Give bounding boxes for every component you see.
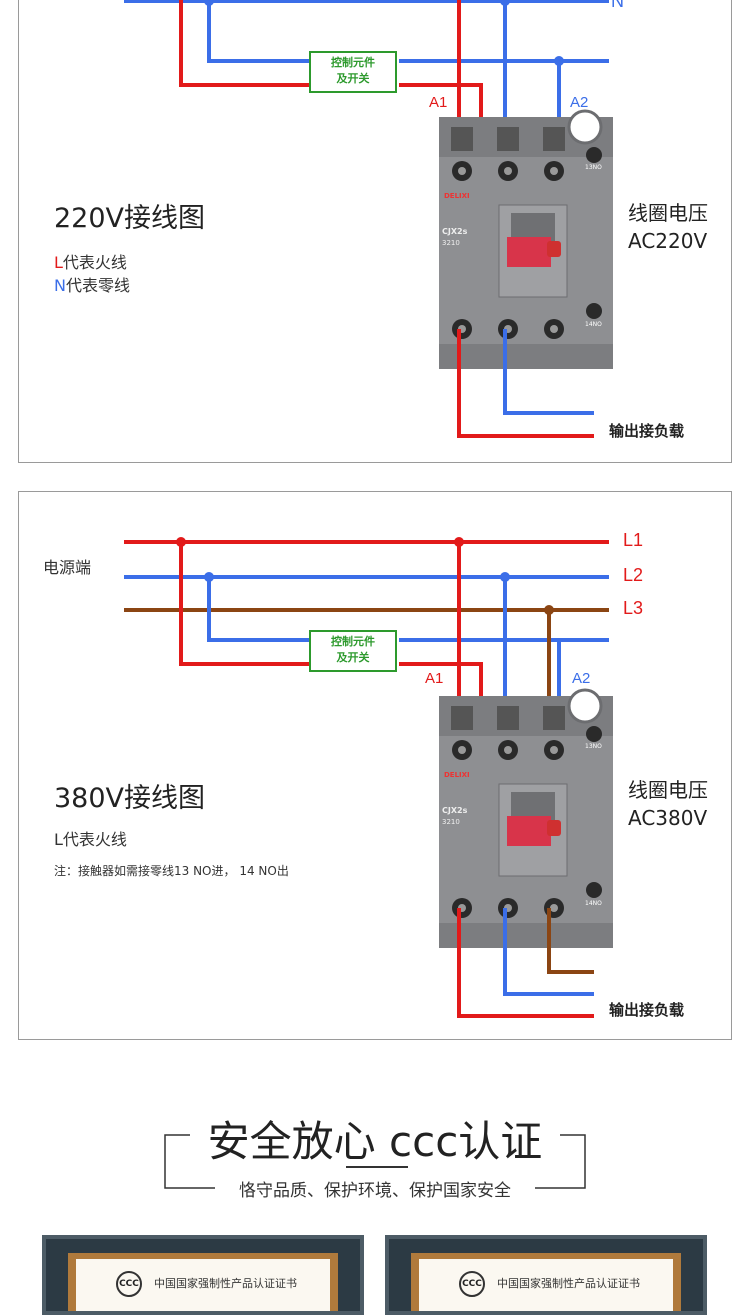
- control-box-line2: 及开关: [336, 72, 370, 85]
- wiring-diagram-220v: N 控制元件 及开关 A1 A2 DELIXI CJX2s 3210 13NO …: [18, 0, 732, 463]
- certificate-name: 中国国家强制性产品认证证书: [154, 1277, 297, 1290]
- label-n-top: N: [611, 0, 624, 11]
- control-switch-box: 控制元件 及开关: [309, 51, 397, 93]
- coil-voltage-380v: 线圈电压 AC380V: [628, 776, 708, 832]
- no13-label: 13NO: [585, 164, 602, 171]
- no13-label-380v: 13NO: [585, 743, 602, 750]
- label-a2-380v: A2: [572, 670, 591, 687]
- ccc-logo-icon: CCC: [116, 1271, 142, 1297]
- ccc-logo-icon: CCC: [459, 1271, 485, 1297]
- brand-label: DELIXI: [444, 192, 470, 200]
- label-l2: L2: [623, 565, 644, 585]
- coil-line1: 线圈电压: [628, 201, 708, 225]
- certificate-frame-left: CCC 中国国家强制性产品认证证书: [42, 1235, 364, 1315]
- diagram-title-380v: 380V接线图: [54, 783, 206, 814]
- no14-label-380v: 14NO: [585, 900, 602, 907]
- control-box-line1: 控制元件: [331, 56, 375, 69]
- brand-label-380v: DELIXI: [444, 771, 470, 779]
- diagram-title-220v: 220V接线图: [54, 203, 206, 234]
- output-load-label-380v: 输出接负载: [609, 1001, 685, 1019]
- contactor-220v: [439, 109, 613, 369]
- legend-n-letter: N: [54, 276, 66, 295]
- legend-n-text: 代表零线: [65, 276, 130, 295]
- wiring-diagram-380v: 电源端 L1 L2 L3 控制元件 及开关 A1 A2 DELIXI CJX2s…: [18, 491, 732, 1040]
- wiring-lines-380v: [124, 537, 613, 1018]
- no14-label: 14NO: [585, 321, 602, 328]
- contactor-380v: [439, 688, 613, 948]
- model-label-380v: CJX2s: [442, 806, 468, 815]
- label-l3: L3: [623, 598, 644, 618]
- label-a2: A2: [570, 94, 589, 111]
- wiring-lines-220v: [124, 0, 613, 438]
- label-a1-380v: A1: [425, 670, 444, 687]
- power-end-label: 电源端: [43, 558, 92, 577]
- header-bracket-lines: [164, 1134, 586, 1189]
- code-label: 3210: [442, 239, 460, 247]
- neutral-note: 注：接触器如需接零线13 NO进， 14 NO出: [54, 864, 289, 878]
- coil-line1-380v: 线圈电压: [628, 778, 708, 802]
- output-load-label: 输出接负载: [609, 422, 685, 440]
- coil-line2-380v: AC380V: [628, 806, 708, 830]
- control-box-line2-380v: 及开关: [336, 651, 370, 664]
- legend-l-letter: L: [54, 253, 63, 272]
- cert-subtitle: 恪守品质、保护环境、保护国家安全: [239, 1181, 511, 1201]
- coil-line2: AC220V: [628, 229, 708, 253]
- coil-voltage-220v: 线圈电压 AC220V: [628, 199, 708, 255]
- control-box-line1-380v: 控制元件: [331, 635, 375, 648]
- certificate-frame-right: CCC 中国国家强制性产品认证证书: [385, 1235, 707, 1315]
- label-a1: A1: [429, 94, 448, 111]
- legend-l-380v: L代表火线: [54, 830, 127, 849]
- control-switch-box-380v: 控制元件 及开关: [309, 630, 397, 672]
- cert-title: 安全放心 ccc认证: [207, 1117, 543, 1166]
- legend-l-text: 代表火线: [62, 253, 127, 272]
- legend-n: N代表零线: [54, 272, 130, 296]
- certificate-name: 中国国家强制性产品认证证书: [497, 1277, 640, 1290]
- model-label: CJX2s: [442, 227, 468, 236]
- label-l1: L1: [623, 530, 644, 550]
- ccc-certification-header: 安全放心 ccc认证 恪守品质、保护环境、保护国家安全: [0, 1100, 750, 1210]
- code-label-380v: 3210: [442, 818, 460, 826]
- legend-l: L代表火线: [54, 249, 127, 273]
